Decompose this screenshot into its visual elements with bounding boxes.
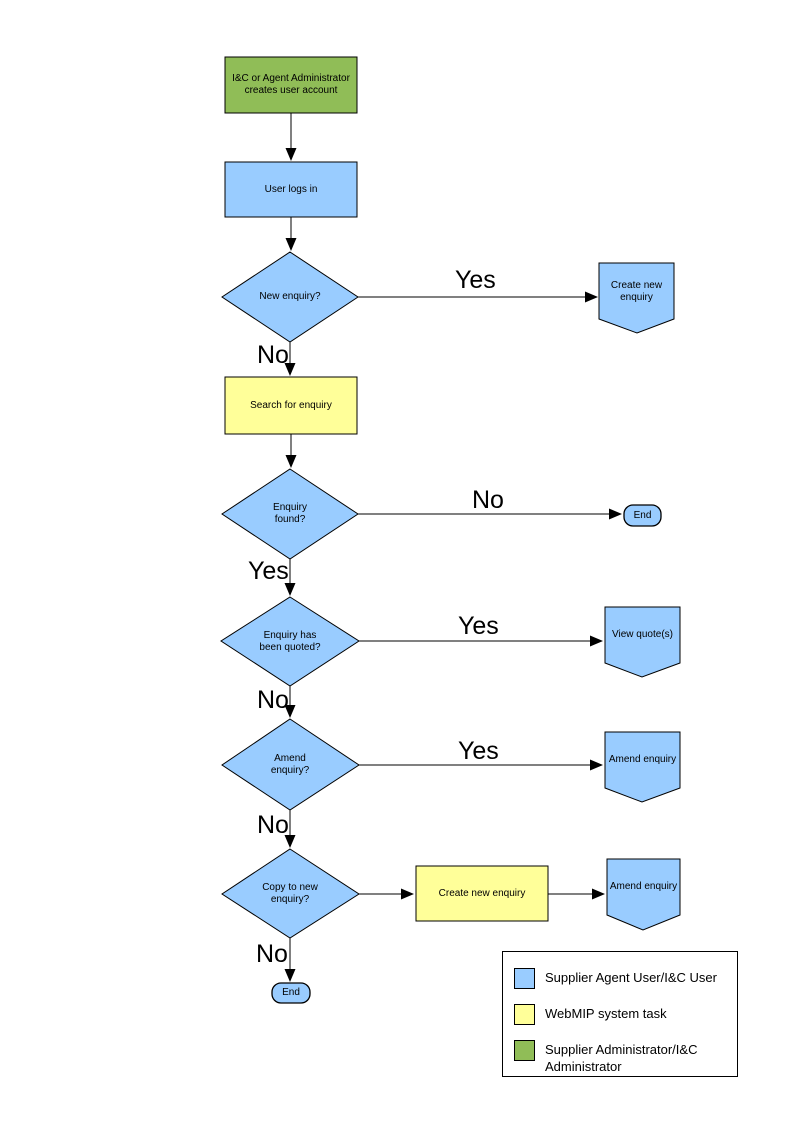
amend-enquiry-pentagon-2 <box>606 858 681 931</box>
end-terminator-bottom <box>271 982 311 1004</box>
legend-row-system: WebMIP system task <box>514 1004 667 1025</box>
legend-row-user: Supplier Agent User/I&C User <box>514 968 717 989</box>
user-logs-in-box <box>224 161 358 218</box>
create-account-box <box>224 56 358 114</box>
new-enquiry-diamond <box>221 251 359 343</box>
view-quotes-pentagon <box>604 606 681 678</box>
enquiry-quoted-diamond <box>220 596 360 687</box>
search-for-enquiry-box <box>224 376 358 435</box>
label-amend-enquiry-yes: Yes <box>458 737 499 765</box>
legend-box: Supplier Agent User/I&C User WebMIP syst… <box>502 951 738 1077</box>
legend-label-admin: Supplier Administrator/I&C Administrator <box>545 1042 698 1074</box>
system-task-swatch-rect <box>514 1004 535 1025</box>
label-enquiry-quoted-yes: Yes <box>458 612 499 640</box>
label-enquiry-found-yes: Yes <box>248 557 289 585</box>
label-enquiry-found-no: No <box>472 486 504 514</box>
amend-enquiry-pentagon-1 <box>604 731 681 803</box>
amend-enquiry-diamond <box>221 718 360 811</box>
copy-to-new-diamond <box>221 848 360 939</box>
user-task-swatch-rect <box>514 968 535 989</box>
label-new-enquiry-no: No <box>257 341 289 369</box>
legend-row-admin: Supplier Administrator/I&C Administrator <box>514 1040 697 1075</box>
legend-label-system: WebMIP system task <box>545 1006 667 1021</box>
create-new-enquiry-pentagon <box>598 262 675 334</box>
admin-task-swatch-rect <box>514 1040 535 1061</box>
end-terminator-top <box>623 504 662 527</box>
enquiry-found-diamond <box>221 468 359 560</box>
label-new-enquiry-yes: Yes <box>455 266 496 294</box>
label-enquiry-quoted-no: No <box>257 686 289 714</box>
create-new-enquiry-task-box <box>415 865 549 922</box>
admin-task-swatch <box>514 1040 535 1061</box>
legend-label-user: Supplier Agent User/I&C User <box>545 970 717 985</box>
label-amend-enquiry-no: No <box>257 811 289 839</box>
label-copy-to-new-no: No <box>256 940 288 968</box>
user-task-swatch <box>514 968 535 989</box>
system-task-swatch <box>514 1004 535 1025</box>
connector-lines <box>284 113 622 982</box>
